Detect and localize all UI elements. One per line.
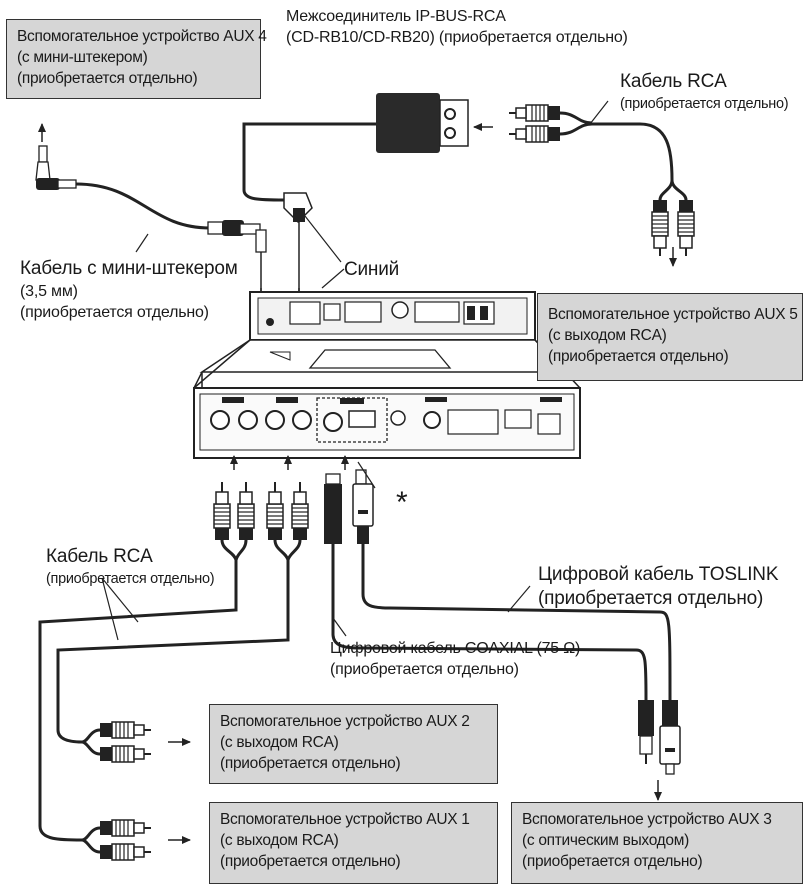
asterisk-label: *: [396, 486, 408, 519]
aux4-line-2: (с мини-штекером): [17, 49, 148, 66]
rca-top-label-line-2: (приобретается отдельно): [620, 96, 789, 112]
ipbus-label-line-2: (CD-RB10/CD-RB20) (приобретается отдельн…: [286, 29, 628, 46]
minijack-label-line-3: (приобретается отдельно): [20, 304, 209, 321]
aux5-line-2: (с выходом RCA): [548, 327, 667, 344]
aux2-box: Вспомогательное устройство AUX 2 (с выхо…: [209, 704, 498, 784]
aux2-line-2: (с выходом RCA): [220, 734, 339, 751]
aux3-line-1: Вспомогательное устройство AUX 3: [522, 811, 772, 828]
plugs-aux3: [638, 700, 681, 775]
aux4-line-1: Вспомогательное устройство AUX 4: [17, 28, 267, 45]
aux5-line-3: (приобретается отдельно): [548, 348, 729, 365]
aux5-box: Вспомогательное устройство AUX 5 (с выхо…: [537, 293, 803, 381]
blue-label: Синий: [344, 259, 400, 280]
rca-cable-top: [508, 104, 695, 257]
aux3-box: Вспомогательное устройство AUX 3 (с опти…: [511, 802, 803, 884]
ipbus-label-line-1: Межсоединитель IP-BUS-RCA: [286, 8, 506, 25]
ipbus-label: Межсоединитель IP-BUS-RCA (CD-RB10/CD-RB…: [286, 6, 628, 48]
ipbus-plug-blue: [283, 192, 313, 302]
rca-plugs-front: [213, 481, 309, 561]
coaxial-label-line-1: Цифровой кабель COAXIAL (75 Ω): [330, 640, 581, 657]
minijack-label-line-1: Кабель с мини-штекером: [20, 258, 238, 279]
toslink-label-line-2: (приобретается отдельно): [538, 588, 764, 609]
minijack-cable: [35, 123, 267, 302]
toslink-label: Цифровой кабель TOSLINK (приобретается о…: [538, 563, 778, 611]
aux1-line-1: Вспомогательное устройство AUX 1: [220, 811, 470, 828]
aux2-line-1: Вспомогательное устройство AUX 2: [220, 713, 470, 730]
aux3-line-2: (с оптическим выходом): [522, 832, 689, 849]
rca-plugs-aux2: [81, 721, 152, 763]
rca-top-label: Кабель RCA (приобретается отдельно): [620, 70, 789, 115]
aux1-box: Вспомогательное устройство AUX 1 (с выхо…: [209, 802, 498, 884]
main-unit: [193, 291, 581, 459]
rca-plugs-aux1: [81, 819, 152, 861]
rca-left-label: Кабель RCA (приобретается отдельно): [46, 545, 215, 590]
coaxial-plug: [324, 473, 342, 544]
coaxial-label: Цифровой кабель COAXIAL (75 Ω) (приобрет…: [330, 638, 580, 680]
aux4-line-3: (приобретается отдельно): [17, 70, 198, 87]
rca-left-label-line-2: (приобретается отдельно): [46, 571, 215, 587]
toslink-plug: [352, 469, 374, 544]
ipbus-interconnector: [376, 93, 469, 153]
aux1-line-3: (приобретается отдельно): [220, 853, 401, 870]
minijack-label-line-2: (3,5 мм): [20, 283, 78, 300]
aux1-line-2: (с выходом RCA): [220, 832, 339, 849]
toslink-label-line-1: Цифровой кабель TOSLINK: [538, 564, 779, 585]
aux5-line-1: Вспомогательное устройство AUX 5: [548, 306, 798, 323]
rca-top-label-line-1: Кабель RCA: [620, 71, 727, 92]
aux4-box: Вспомогательное устройство AUX 4 (с мини…: [6, 19, 267, 99]
rca-left-label-line-1: Кабель RCA: [46, 546, 153, 567]
aux3-line-3: (приобретается отдельно): [522, 853, 703, 870]
minijack-label: Кабель с мини-штекером (3,5 мм) (приобре…: [20, 257, 238, 323]
coaxial-label-line-2: (приобретается отдельно): [330, 661, 519, 678]
aux2-line-3: (приобретается отдельно): [220, 755, 401, 772]
